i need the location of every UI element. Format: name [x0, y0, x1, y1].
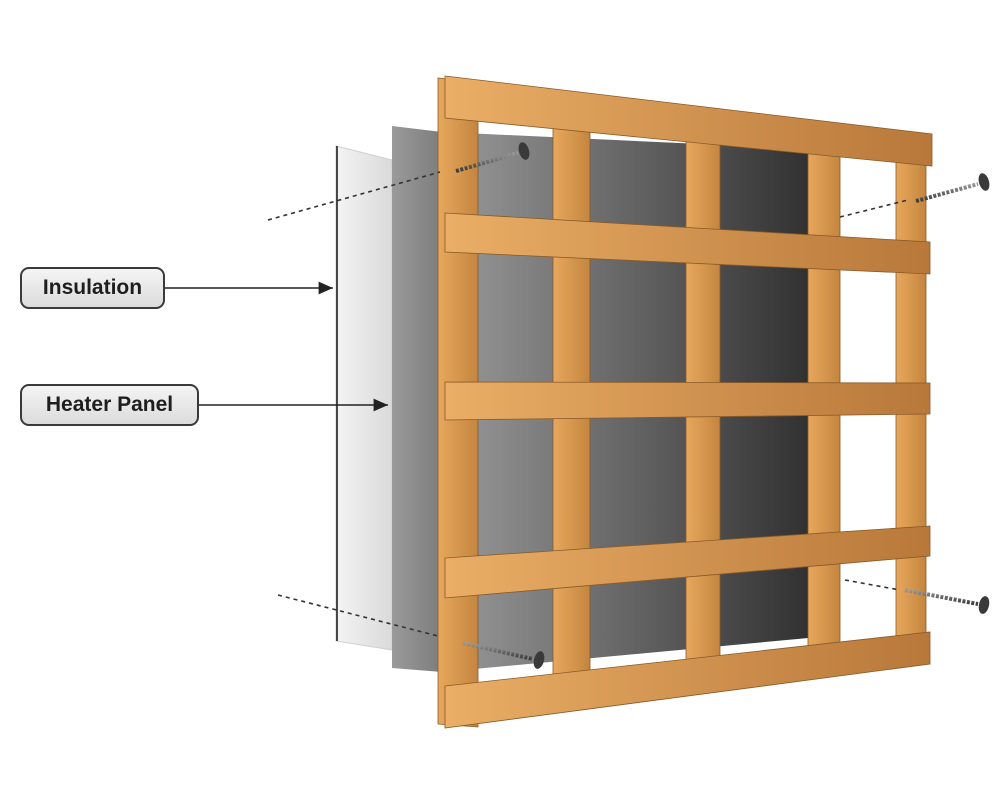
screw-icon — [455, 142, 530, 173]
insulation-label: Insulation — [20, 267, 165, 309]
horizontal-battens — [444, 75, 933, 729]
batten-4 — [444, 525, 931, 599]
batten-top — [444, 75, 933, 167]
screw-icon — [904, 588, 990, 614]
batten-bottom — [444, 631, 931, 729]
screw-icon — [915, 173, 990, 203]
heater-panel-label: Heater Panel — [20, 384, 199, 426]
screw-icon — [462, 641, 545, 669]
insulation-sheet — [335, 145, 393, 651]
batten-3 — [444, 381, 931, 421]
heater-panel-sheet — [392, 126, 442, 672]
batten-2 — [444, 212, 931, 275]
alignment-lines — [267, 171, 909, 637]
